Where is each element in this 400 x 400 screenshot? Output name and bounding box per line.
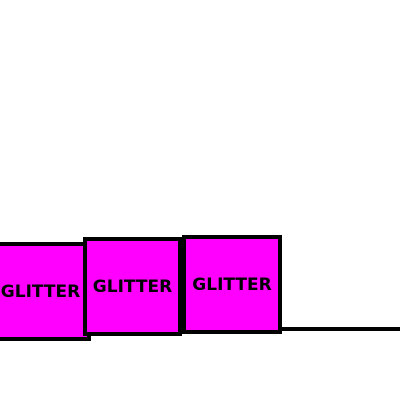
glitter-block[interactable]: GLITTER bbox=[182, 235, 282, 334]
block-label: GLITTER bbox=[192, 274, 272, 295]
glitter-block[interactable]: GLITTER bbox=[0, 242, 91, 341]
block-label: GLITTER bbox=[0, 281, 81, 302]
ground-line bbox=[278, 327, 400, 331]
block-label: GLITTER bbox=[92, 276, 173, 297]
glitter-block[interactable]: GLITTER bbox=[83, 237, 182, 336]
